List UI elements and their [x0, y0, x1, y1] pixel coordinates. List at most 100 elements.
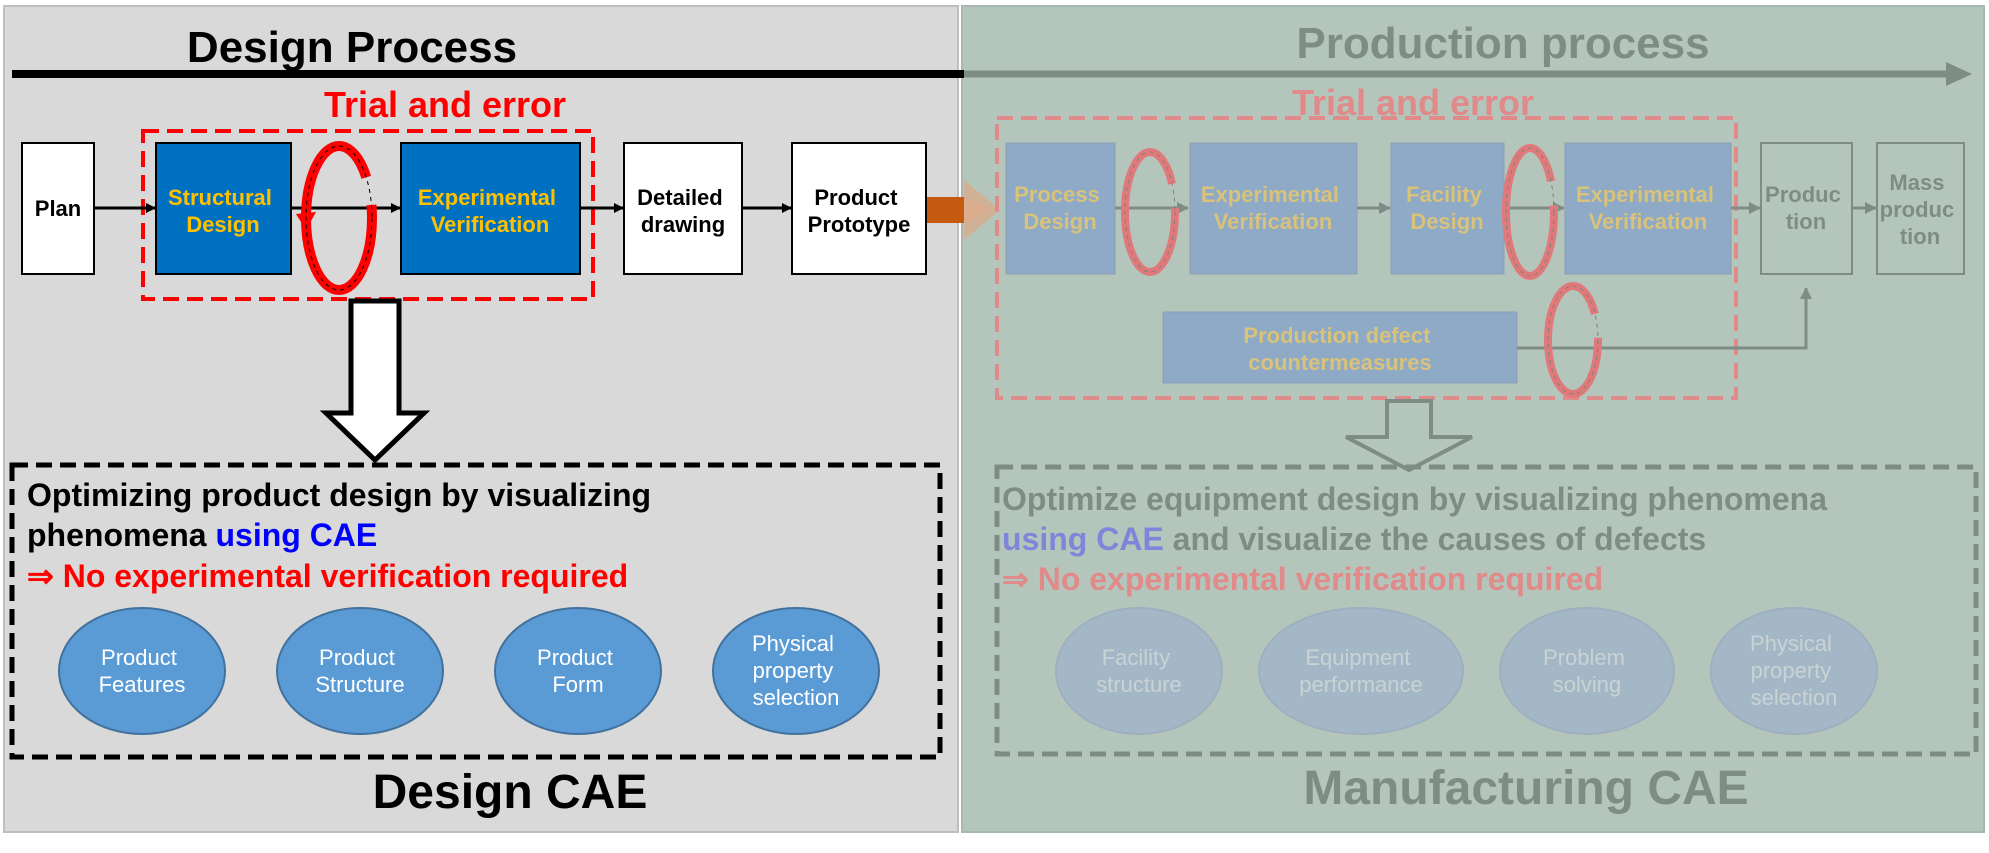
step-production-experimental-1: Experimental Verification [1189, 142, 1358, 275]
step-production-line2: tion [1786, 209, 1826, 234]
step-mass-line1: Mass [1889, 170, 1944, 195]
production-down-arrow [1345, 399, 1473, 473]
oval-structure-line2: Structure [315, 672, 404, 697]
svg-text:Experimental Verificatio: Experimental Verification [1576, 182, 1720, 234]
design-loop-icon [296, 141, 377, 295]
svg-text:Equipment performance: Equipment performance [1299, 645, 1423, 697]
oval-prod-property-line3: selection [1751, 685, 1838, 710]
oval-prod-property-line1: Physical [1750, 631, 1832, 656]
step-prototype-line1: Product [814, 185, 898, 210]
step-experimental-line1: Experimental [418, 185, 556, 210]
svg-text:Experimental Verificatio: Experimental Verification [1201, 182, 1345, 234]
design-oval-form: Product Form [494, 607, 662, 735]
design-oval-structure: Product Structure [276, 607, 444, 735]
design-oval-features: Product Features [58, 607, 226, 735]
step-prototype-line2: Prototype [808, 212, 911, 237]
step-process-line2: Design [1023, 209, 1096, 234]
production-loop-icon-2 [1502, 144, 1558, 280]
svg-text:Physical property: Physical property selection [752, 631, 840, 710]
step-process-line1: Process [1014, 182, 1100, 207]
svg-text:using CAE and visualize the ca: using CAE and visualize the causes of de… [1002, 521, 1706, 557]
svg-text:Process Design: Process Design [1014, 182, 1106, 234]
design-cae-box [9, 462, 943, 760]
production-oval-problem: Problem solving [1499, 607, 1675, 735]
step-process-design: Process Design [1005, 142, 1116, 275]
design-statement-line3: ⇒ No experimental verification required [27, 558, 628, 594]
oval-facility-line2: structure [1096, 672, 1182, 697]
oval-structure-line1: Product [319, 645, 395, 670]
step-detailed-drawing: Detailed drawing [623, 142, 743, 275]
oval-equipment-line2: performance [1299, 672, 1423, 697]
svg-text:Physical property: Physical property selection [1750, 631, 1838, 710]
svg-text:Product Structure: Product Structure [315, 645, 404, 697]
oval-property-line2: property [753, 658, 834, 683]
svg-text:Facility structure: Facility structure [1096, 645, 1182, 697]
design-trial-label: Trial and error [324, 84, 566, 125]
step-product-prototype: Product Prototype [791, 142, 927, 275]
step-facility-line2: Design [1410, 209, 1483, 234]
step-mass-line2: produc [1880, 197, 1955, 222]
svg-text:Mass produc tion: Mass produc tion [1880, 170, 1961, 249]
design-statement-highlight: using CAE [215, 517, 377, 553]
step-production-experimental-2: Experimental Verification [1564, 142, 1732, 275]
oval-form-line2: Form [552, 672, 603, 697]
step-structural-line1: Structural [168, 185, 272, 210]
svg-text:Structural Design: Structural Design [168, 185, 278, 237]
defect-line1: Production defect [1243, 323, 1431, 348]
step-detailed-line2: drawing [641, 212, 725, 237]
manufacturing-cae-box [994, 464, 1979, 757]
design-process-title: Design Process [187, 23, 517, 72]
svg-text:Detailed drawing: Detailed drawing [637, 185, 729, 237]
oval-features-line1: Product [101, 645, 177, 670]
step-structural-design: Structural Design [155, 142, 292, 275]
design-oval-property: Physical property selection [712, 607, 880, 735]
oval-property-line1: Physical [752, 631, 834, 656]
oval-facility-line1: Facility [1102, 645, 1170, 670]
production-process-title: Production process [1296, 19, 1709, 68]
step-structural-line2: Design [186, 212, 259, 237]
design-statement-line1: Optimizing product design by visualizing [27, 477, 651, 513]
design-cae-footer: Design CAE [373, 766, 648, 819]
svg-text:Product Prototype: Product Prototype [808, 185, 911, 237]
svg-text:Problem solving: Problem solving [1543, 645, 1631, 697]
oval-features-line2: Features [99, 672, 186, 697]
step-prod-exp1-line1: Experimental [1201, 182, 1339, 207]
oval-equipment-line1: Equipment [1305, 645, 1410, 670]
step-prod-exp1-line2: Verification [1214, 209, 1333, 234]
production-oval-equipment: Equipment performance [1258, 607, 1464, 735]
production-loop-icon-3 [1544, 282, 1602, 398]
svg-text:Produc tion: Produc tion [1765, 182, 1847, 234]
step-defect-countermeasures: Production defect countermeasures [1162, 311, 1518, 384]
step-mass-line3: tion [1900, 224, 1940, 249]
step-prod-exp2-line1: Experimental [1576, 182, 1714, 207]
production-statement-highlight: using CAE [1002, 521, 1164, 557]
defect-line2: countermeasures [1248, 350, 1431, 375]
step-facility-design: Facility Design [1390, 142, 1505, 275]
step-production-line1: Produc [1765, 182, 1841, 207]
production-statement-line2: and visualize the causes of defects [1164, 521, 1706, 557]
svg-text:Experimental Verificatio: Experimental Verification [418, 185, 562, 237]
design-down-arrow [319, 298, 431, 464]
svg-text:Facility Design: Facility Design [1406, 182, 1488, 234]
production-trial-box [995, 116, 1738, 400]
production-oval-property: Physical property selection [1710, 607, 1878, 735]
oval-problem-line1: Problem [1543, 645, 1625, 670]
step-experimental-verification: Experimental Verification [400, 142, 581, 275]
svg-text:Production defect counte: Production defect countermeasures [1243, 323, 1436, 375]
step-prod-exp2-line2: Verification [1589, 209, 1708, 234]
step-mass-production: Mass produc tion [1876, 142, 1965, 275]
step-detailed-line1: Detailed [637, 185, 723, 210]
oval-problem-line2: solving [1553, 672, 1621, 697]
svg-text:Product Features: Product Features [99, 645, 186, 697]
arrow-defect-production [1517, 287, 1812, 350]
svg-text:phenomena using CAE: phenomena using CAE [27, 517, 377, 553]
oval-property-line3: selection [753, 685, 840, 710]
production-statement-line1: Optimize equipment design by visualizing… [1002, 481, 1827, 517]
production-loop-icon-1 [1121, 148, 1179, 276]
transition-arrow [927, 180, 1000, 240]
production-statement-line3: ⇒ No experimental verification required [1002, 561, 1603, 597]
production-timeline-arrowhead [1946, 62, 1972, 86]
manufacturing-cae-footer: Manufacturing CAE [1303, 762, 1748, 815]
production-oval-facility: Facility structure [1055, 607, 1223, 735]
